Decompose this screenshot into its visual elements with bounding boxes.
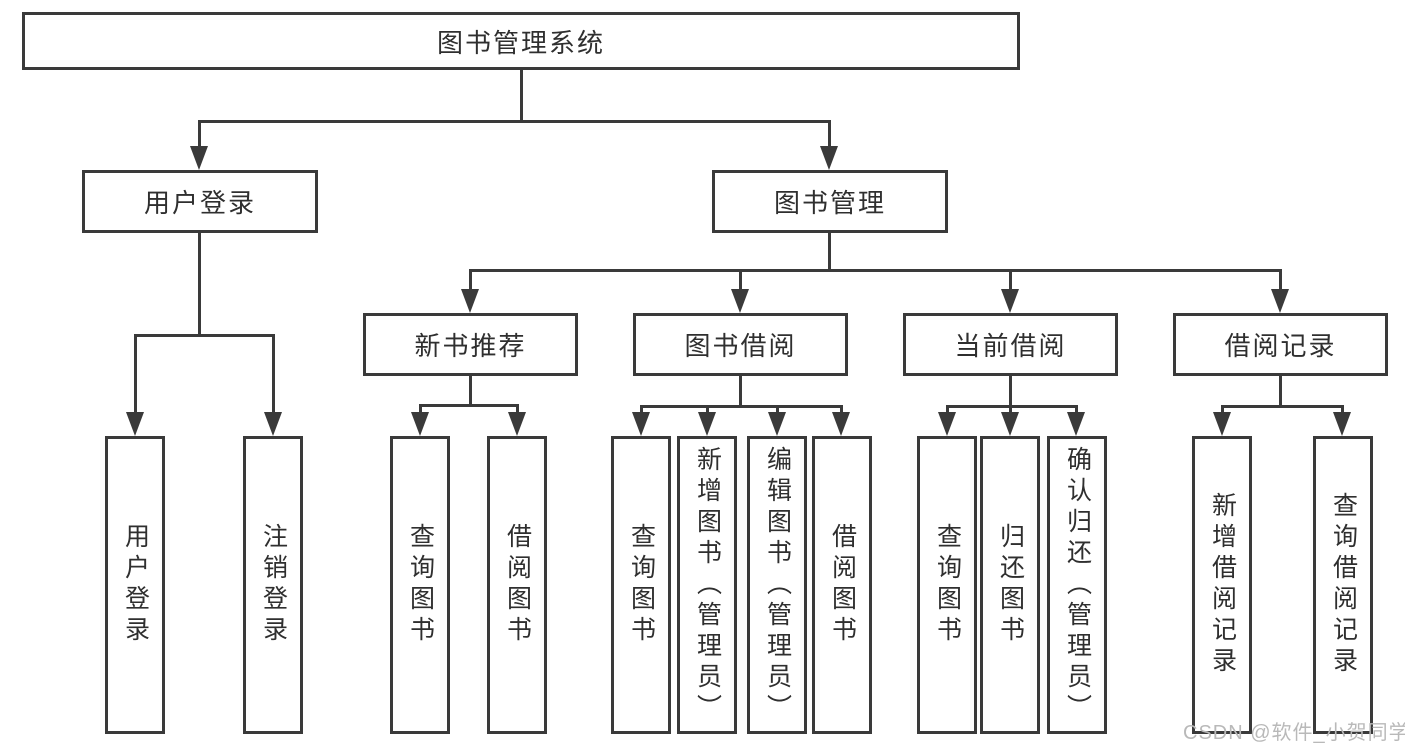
leaf-label: 查询借阅记录	[1329, 492, 1358, 678]
connector-drop-add-book	[706, 407, 709, 416]
arrowhead-borrowing-records	[1271, 289, 1289, 313]
leaf-label: 新增借阅记录	[1208, 492, 1237, 678]
connector-book-borrowing-rail	[640, 405, 843, 408]
arrowhead-current-borrowing	[1001, 289, 1019, 313]
arrowhead-borrow-books-recommend	[508, 412, 526, 436]
connector-borrowing-records-stem	[1279, 376, 1282, 407]
leaf-logout: 注销登录	[243, 436, 303, 734]
leaf-label: 确认归还（管理员）	[1063, 445, 1092, 725]
arrowhead-add-borrow-record	[1213, 412, 1231, 436]
arrowhead-query-books-recommend	[411, 412, 429, 436]
node-user-login: 用户登录	[82, 170, 318, 233]
connector-drop-confirm-return	[1075, 407, 1078, 416]
connector-drop-leaf-logout	[272, 336, 275, 416]
leaf-query-borrow-record: 查询借阅记录	[1313, 436, 1373, 734]
connector-book-borrowing-stem	[739, 376, 742, 407]
arrowhead-return-books	[1001, 412, 1019, 436]
leaf-label: 借阅图书	[828, 523, 857, 647]
leaf-borrow-books-recommend: 借阅图书	[487, 436, 547, 734]
connector-current-borrowing-stem	[1009, 376, 1012, 407]
csdn-watermark: CSDN @软件_小贺同学	[1183, 722, 1405, 744]
leaf-query-books-recommend: 查询图书	[390, 436, 450, 734]
connector-user-login-rail	[134, 334, 275, 337]
node-library-management-system: 图书管理系统	[22, 12, 1020, 70]
leaf-edit-book-admin: 编辑图书（管理员）	[747, 436, 807, 734]
arrowhead-query-books-borrowing	[632, 412, 650, 436]
arrowhead-new-book	[461, 289, 479, 313]
arrowhead-leaf-user-login	[126, 412, 144, 436]
leaf-label: 新增图书（管理员）	[693, 445, 722, 725]
leaf-label: 归还图书	[996, 523, 1025, 647]
arrowhead-query-borrow-record	[1333, 412, 1351, 436]
connector-drop-edit-book	[776, 407, 779, 416]
leaf-label: 借阅图书	[503, 523, 532, 647]
connector-root-stem	[520, 70, 523, 122]
leaf-borrow-books-borrowing: 借阅图书	[812, 436, 872, 734]
connector-drop-add-borrow-record	[1221, 407, 1224, 416]
leaf-label: 编辑图书（管理员）	[763, 445, 792, 725]
connector-new-book-rail	[419, 404, 519, 407]
node-borrowing-records: 借阅记录	[1173, 313, 1388, 376]
node-label: 用户登录	[143, 188, 256, 218]
arrowhead-query-books-current	[938, 412, 956, 436]
arrowhead-edit-book	[768, 412, 786, 436]
arrowhead-user-login	[190, 146, 208, 170]
leaf-user-login: 用户登录	[105, 436, 165, 734]
node-label: 借阅记录	[1224, 331, 1337, 361]
arrowhead-book-borrowing	[731, 289, 749, 313]
arrowhead-leaf-logout	[264, 412, 282, 436]
connector-drop-borrow-books-recommend	[516, 406, 519, 416]
node-label: 当前借阅	[954, 331, 1067, 361]
arrowhead-borrow-books-borrowing	[832, 412, 850, 436]
leaf-label: 查询图书	[933, 523, 962, 647]
leaf-label: 查询图书	[627, 523, 656, 647]
leaf-return-books: 归还图书	[980, 436, 1040, 734]
connector-current-borrowing-rail	[946, 405, 1078, 408]
leaf-label: 查询图书	[406, 523, 435, 647]
connector-drop-borrow-books-borrowing	[840, 407, 843, 416]
connector-book-management-stem	[828, 233, 831, 272]
connector-drop-leaf-user-login	[134, 336, 137, 416]
connector-drop-new-book	[469, 271, 472, 293]
connector-drop-return-books	[1009, 407, 1012, 416]
connector-drop-user-login	[198, 122, 201, 152]
leaf-query-books-current: 查询图书	[917, 436, 977, 734]
leaf-query-books-borrowing: 查询图书	[611, 436, 671, 734]
leaf-add-book-admin: 新增图书（管理员）	[677, 436, 737, 734]
connector-drop-book-management	[828, 122, 831, 152]
node-current-borrowing: 当前借阅	[903, 313, 1118, 376]
node-label: 图书管理	[773, 188, 886, 218]
connector-drop-borrowing-records	[1279, 271, 1282, 293]
node-label: 图书管理系统	[436, 27, 605, 58]
connector-drop-query-books-current	[946, 407, 949, 416]
connector-level1-rail	[198, 120, 831, 123]
node-label: 图书借阅	[684, 331, 797, 361]
node-label: 新书推荐	[414, 331, 527, 361]
arrowhead-book-management	[820, 146, 838, 170]
connector-drop-current-borrowing	[1009, 271, 1012, 293]
connector-drop-query-borrow-record	[1341, 407, 1344, 416]
leaf-confirm-return-admin: 确认归还（管理员）	[1047, 436, 1107, 734]
node-book-management: 图书管理	[712, 170, 948, 233]
leaf-label: 用户登录	[121, 523, 150, 647]
arrowhead-confirm-return	[1067, 412, 1085, 436]
leaf-label: 注销登录	[259, 523, 288, 647]
leaf-add-borrow-record: 新增借阅记录	[1192, 436, 1252, 734]
connector-drop-book-borrowing	[739, 271, 742, 293]
node-new-book-recommendation: 新书推荐	[363, 313, 578, 376]
connector-new-book-stem	[469, 376, 472, 406]
connector-level2-rail	[469, 269, 1282, 272]
arrowhead-add-book	[698, 412, 716, 436]
connector-drop-query-books-borrowing	[640, 407, 643, 416]
connector-drop-query-books-recommend	[419, 406, 422, 416]
connector-borrowing-records-rail	[1221, 405, 1344, 408]
node-book-borrowing: 图书借阅	[633, 313, 848, 376]
connector-user-login-stem	[198, 233, 201, 336]
